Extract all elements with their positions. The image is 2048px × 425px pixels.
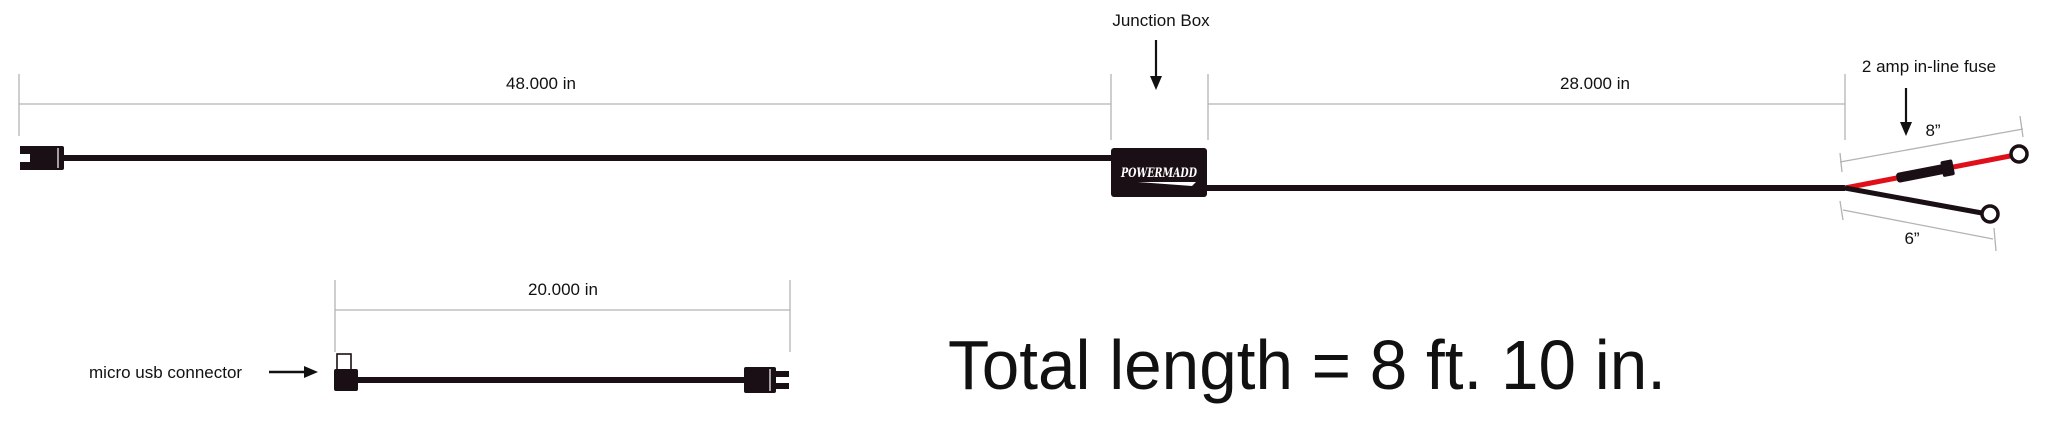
dimension-28in [1207, 74, 1846, 140]
micro-usb-arrow-icon [269, 366, 318, 378]
micro-usb-label: micro usb connector [89, 363, 242, 382]
dimension-label-8in: 8” [1925, 121, 1940, 140]
dimension-8in [1839, 115, 2024, 173]
dimension-6in [1839, 200, 1997, 252]
fuse-arrow-icon [1900, 88, 1912, 136]
ring-terminal-lower [1980, 204, 2000, 224]
dimension-label-48in: 48.000 in [506, 74, 576, 93]
dimension-label-20in: 20.000 in [528, 280, 598, 299]
junction-box: POWERMADD [1111, 148, 1207, 197]
micro-usb-connector [334, 353, 358, 391]
junction-box-arrow-icon [1150, 40, 1162, 90]
dimension-label-28in: 28.000 in [1560, 74, 1630, 93]
plain-lead-black [1844, 185, 1983, 216]
total-length: Total length = 8 ft. 10 in. [948, 326, 1666, 404]
fuse-label: 2 amp in-line fuse [1862, 57, 1996, 76]
dimension-label-6in: 6” [1904, 229, 1919, 248]
dc-plug-connector [20, 146, 64, 170]
junction-box-logo: POWERMADD [1120, 166, 1197, 181]
ring-terminal-upper [2009, 144, 2029, 164]
dimension-20in [334, 280, 791, 352]
dimension-48in [18, 74, 1112, 140]
inline-fuse [1896, 159, 1955, 183]
junction-box-label: Junction Box [1112, 11, 1210, 30]
usb-dc-plug [744, 367, 789, 393]
